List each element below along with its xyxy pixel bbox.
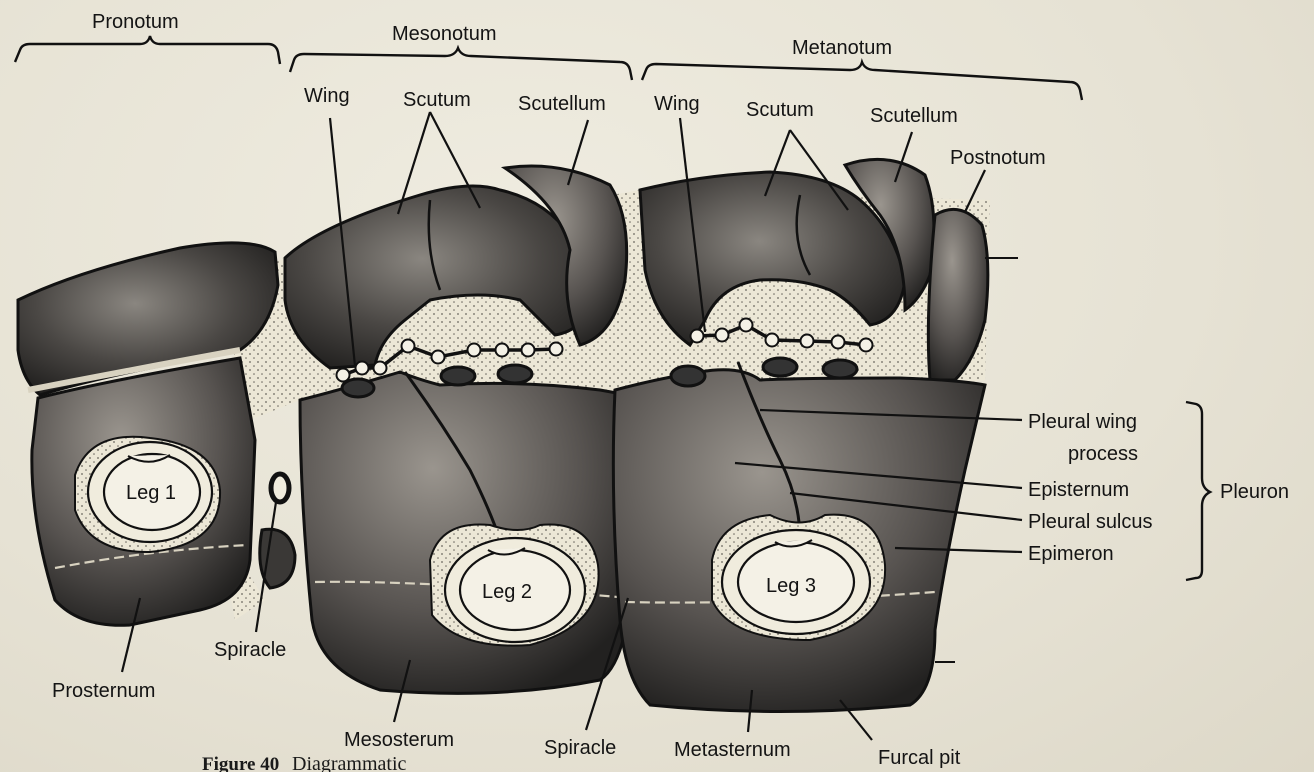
label-pleural-wing-process-line2: process xyxy=(1068,443,1138,465)
label-prosternum: Prosternum xyxy=(52,680,155,702)
caption-figure-number: Figure 40 xyxy=(202,754,279,772)
label-pleural-wing-process-line1: Pleural wing xyxy=(1028,411,1137,433)
subalare-oval xyxy=(498,365,532,383)
label-mesosterum: Mesosterum xyxy=(344,729,454,751)
label-spiracle-1: Spiracle xyxy=(214,639,286,661)
label-furcal-pit: Furcal pit xyxy=(878,747,961,769)
axillary-bead xyxy=(801,335,814,348)
label-leg2: Leg 2 xyxy=(482,581,532,603)
axillary-bead xyxy=(740,319,753,332)
axillary-bead xyxy=(716,329,729,342)
axillary-bead xyxy=(691,330,704,343)
label-scutum-meta: Scutum xyxy=(746,99,814,121)
label-pleuron: Pleuron xyxy=(1220,481,1289,503)
label-spiracle-2: Spiracle xyxy=(544,737,616,759)
axillary-bead xyxy=(468,344,481,357)
axillary-bead xyxy=(550,343,563,356)
label-pronotum: Pronotum xyxy=(92,11,179,33)
label-scutellum-meta: Scutellum xyxy=(870,105,958,127)
subalare-oval xyxy=(441,367,475,385)
metathorax xyxy=(613,159,1018,711)
mesonotum-brace xyxy=(290,48,632,80)
label-pleural-sulcus: Pleural sulcus xyxy=(1028,511,1153,533)
subalare-oval xyxy=(763,358,797,376)
label-scutellum-meso: Scutellum xyxy=(518,93,606,115)
metanotum-brace xyxy=(642,62,1082,100)
label-leg1: Leg 1 xyxy=(126,482,176,504)
axillary-bead xyxy=(374,362,387,375)
axillary-bead xyxy=(496,344,509,357)
mesothorax xyxy=(285,166,640,693)
label-epimeron: Epimeron xyxy=(1028,543,1114,565)
caption-text: Diagrammatic xyxy=(292,753,407,772)
basalare-oval xyxy=(671,366,705,386)
label-scutum-meso: Scutum xyxy=(403,89,471,111)
axillary-bead xyxy=(832,336,845,349)
axillary-bead xyxy=(860,339,873,352)
subalare-oval xyxy=(823,360,857,378)
prothorax xyxy=(18,243,295,625)
label-mesonotum: Mesonotum xyxy=(392,23,497,45)
axillary-bead xyxy=(766,334,779,347)
spiracle-prothoracic xyxy=(271,474,289,502)
axillary-bead xyxy=(432,351,445,364)
label-leg3: Leg 3 xyxy=(766,575,816,597)
pleuron-brace xyxy=(1186,402,1210,580)
axillary-bead xyxy=(356,362,369,375)
label-metanotum: Metanotum xyxy=(792,37,892,59)
label-wing-meta: Wing xyxy=(654,93,700,115)
label-metasternum: Metasternum xyxy=(674,739,791,761)
label-episternum: Episternum xyxy=(1028,479,1129,501)
axillary-bead xyxy=(402,340,415,353)
label-postnotum: Postnotum xyxy=(950,147,1046,169)
label-wing-meso: Wing xyxy=(304,85,350,107)
axillary-bead xyxy=(522,344,535,357)
basalare-oval xyxy=(342,379,374,397)
pronotum-brace xyxy=(15,36,280,64)
